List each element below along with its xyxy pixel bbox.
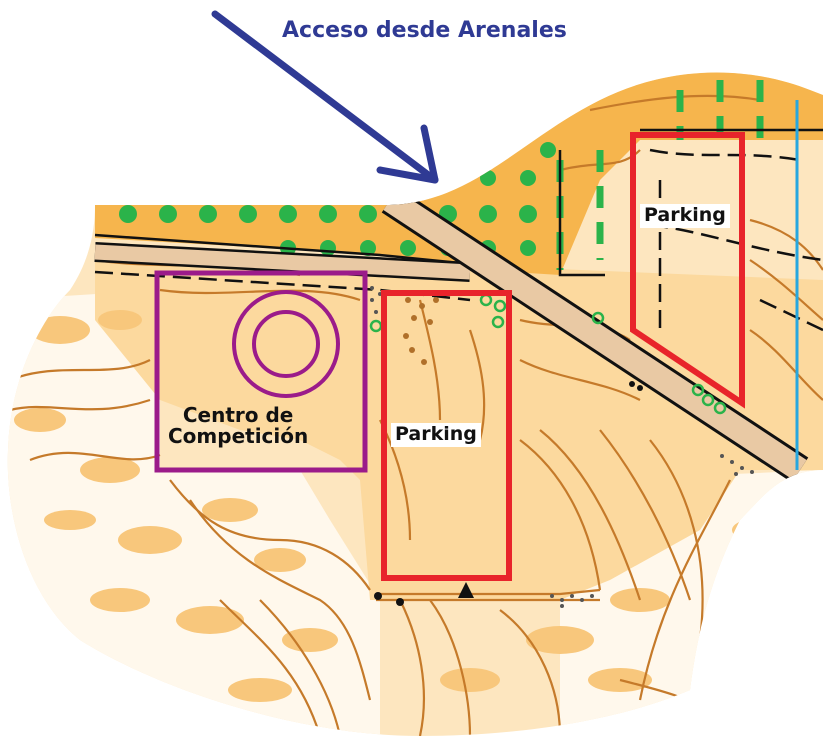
competition-center-label-line1: Centro de: [182, 403, 294, 427]
competition-center-area: [154, 270, 368, 473]
green-rings: [369, 293, 727, 415]
competition-center-label-line2: Competición: [168, 424, 309, 448]
start-triangle-icon: [458, 582, 474, 598]
knolls: [403, 297, 439, 365]
parking-area-right: [630, 132, 745, 409]
road: [94, 187, 809, 483]
access-label: Acceso desde Arenales: [282, 18, 567, 43]
stony-ground: [370, 286, 754, 608]
competition-center-label: Centro de Competición: [166, 404, 310, 448]
parking-area-center: [381, 290, 512, 581]
competition-center-icon: [232, 290, 340, 398]
point-features: [374, 381, 643, 606]
access-arrow-icon: [211, 10, 439, 184]
parking-label-center: Parking: [391, 423, 481, 447]
track-lines: [94, 148, 823, 332]
parking-label-right: Parking: [640, 204, 730, 228]
